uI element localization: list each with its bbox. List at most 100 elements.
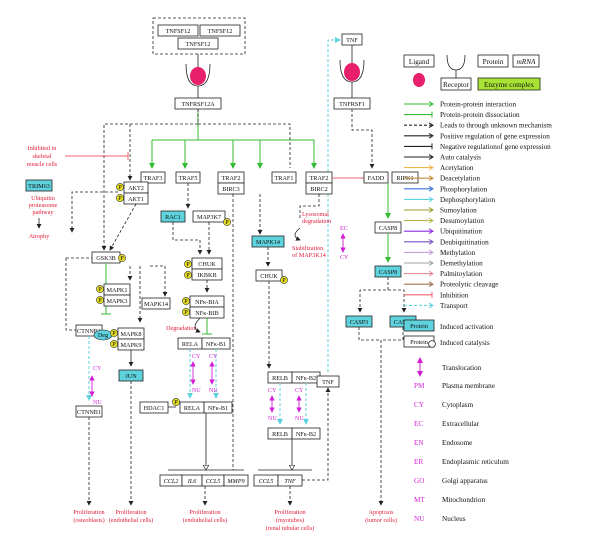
tnfsf12-node-b <box>199 24 241 37</box>
legend-line-head-11 <box>428 217 434 224</box>
legend-induced-catalysis-protein: Protein <box>410 339 428 346</box>
legend-location-name-2: Extracellular <box>442 420 480 428</box>
nfkb2-node-b <box>291 427 321 440</box>
casp7-label: CASP7 <box>394 319 413 326</box>
nfkbia-label: NFκ-BIA <box>195 299 219 306</box>
phospho-rela-icon <box>172 398 180 406</box>
chuk-label-a: CHUK <box>198 261 216 268</box>
ligand-right-icon <box>344 63 360 81</box>
phospho-chuk-label: P <box>186 261 190 268</box>
nfkb2-nu-label: NU <box>295 416 304 422</box>
phospho-mapk8-icon <box>110 329 118 337</box>
mapk3-node <box>103 294 131 307</box>
legend-line-head-8 <box>428 185 434 192</box>
legend-ligand-icon <box>413 73 425 87</box>
mapk14-label-b: MAPK14 <box>256 239 280 246</box>
note-ubiquitin-2: proteasome <box>29 202 58 209</box>
rela-cy-label: CY <box>192 354 201 360</box>
map3k7-label: MAP3K7 <box>197 214 221 221</box>
note-inhibited-1: Inhibited in <box>28 145 57 152</box>
traf1-node <box>271 171 297 184</box>
phospho-chuk-b-icon <box>280 276 288 284</box>
legend-line-label-13: Deubiquitination <box>440 238 489 246</box>
outcome-1-cell: (osteoblasts) <box>73 517 104 524</box>
legend-location-name-0: Plasma membrane <box>442 382 495 390</box>
nfkb2-label-a: NFκ-B2 <box>296 375 316 382</box>
legend-location-name-3: Endosome <box>442 439 472 447</box>
phospho-map3k7-label: P <box>225 219 229 226</box>
traf2-label-b: TRAF2 <box>310 175 329 182</box>
gene-mmp9-label: MMP9 <box>226 478 244 485</box>
legend-location-code-7: NU <box>414 515 425 523</box>
fadd-label: FADD <box>368 175 385 182</box>
phospho-nfkbia-label: P <box>184 298 188 305</box>
ligand-complex-frame <box>152 17 246 55</box>
note-inhibited-3: muscle cells <box>27 161 58 168</box>
gene-tnf-label: TNF <box>284 478 296 485</box>
legend-line-label-10: Sumoylation <box>440 207 477 215</box>
hdac1-label: HDAC1 <box>144 405 165 412</box>
phospho-mapk3-icon <box>96 296 104 304</box>
legend-location-code-4: ER <box>414 458 423 466</box>
tnf-transport-arrow <box>327 37 341 372</box>
phospho-mapk1-icon <box>96 285 104 293</box>
outcome-2-title: Proliferation <box>115 509 146 516</box>
traf1-label: TRAF1 <box>275 175 294 182</box>
relb-nu-label: NU <box>268 416 277 422</box>
nfkb2-label-b: NFκ-B2 <box>296 431 316 438</box>
nfkbib-label: NFκ-BIB <box>195 310 218 317</box>
phospho-gsk3b-label: P <box>120 255 124 262</box>
ctnnb1-nu-label: NU <box>93 400 102 406</box>
legend-induced-activation-box <box>403 319 435 332</box>
outcome-2-cell: (endothelial cells) <box>109 517 154 524</box>
outcome-5-title: Apoptosis <box>368 509 394 516</box>
phospho-mapk9-label: P <box>112 341 116 348</box>
legend-catalysis-icon <box>428 340 436 348</box>
traf2-label-a: TRAF2 <box>222 175 241 182</box>
legend-induced-activation-label: Induced activation <box>440 323 494 331</box>
legend-line-label-1: Protein-protein dissociation <box>440 111 520 119</box>
legend-line-label-8: Phosphorylation <box>440 185 488 193</box>
chuk-label-b: CHUK <box>260 273 278 280</box>
legend-line-head-13 <box>428 238 434 245</box>
tnf-label-low: TNF <box>322 379 334 386</box>
tnfrsf12a-label: TNFRSF12A <box>181 101 215 108</box>
gene-mmp9-node <box>223 474 249 487</box>
legend-receptor-label: Receptor <box>443 81 470 89</box>
casp8-label-b: CASP8 <box>379 269 398 276</box>
nfkb1-nu-label: NU <box>209 388 218 394</box>
legend-line-label-16: Palmitoylation <box>440 270 483 278</box>
phospho-mapk8-label: P <box>112 330 116 337</box>
gene-il6-label: IL6 <box>187 478 198 485</box>
legend-line-label-0: Protein-protein interaction <box>440 101 516 109</box>
birc3-label: BIRC3 <box>222 186 240 193</box>
rela-label-a: RELA <box>182 341 199 348</box>
phospho-chuk-b-label: P <box>282 277 286 284</box>
ikbkb-label: IKBKB <box>197 272 216 279</box>
gene-ccl5-label-a: CCL5 <box>206 478 221 485</box>
tnfrsf1-label: TNFRSF1 <box>339 101 365 108</box>
tnfsf12-label-c: TNFSF12 <box>186 41 211 48</box>
legend-ligand-label: Ligand <box>409 58 430 66</box>
ligand-left-icon <box>190 67 206 85</box>
ec-label: EC <box>340 226 348 232</box>
legend-line-label-7: Deacetylation <box>440 175 480 183</box>
mapk9-label: MAPK9 <box>121 342 142 349</box>
legend-line-label-3: Positive regulation of gene expression <box>440 132 550 140</box>
legend-location-code-2: EC <box>414 420 423 428</box>
trim63-node <box>25 179 53 192</box>
deg-label: Deg <box>98 332 108 339</box>
legend-line-head-14 <box>428 249 434 256</box>
legend-line-label-5: Auto catalysis <box>440 154 481 162</box>
legend-line-head-12 <box>428 228 434 235</box>
legend-protein-box <box>477 54 509 68</box>
tnfsf12-label-a: TNFSF12 <box>166 28 191 35</box>
nfkb1-label-b: NFκ-B1 <box>208 405 228 412</box>
outcome-3-cell: (endothelial cells) <box>183 517 228 524</box>
legend-ligand-box <box>403 54 435 68</box>
phospho-mapk9-icon <box>110 340 118 348</box>
legend-mrna-label: mRNA <box>517 58 536 66</box>
legend: Ligand Receptor Protein mRNA Enzyme comp… <box>403 54 541 91</box>
trim63-label: TRIM63 <box>28 183 50 190</box>
outcome-4-cell-b: (renal tubular cells) <box>266 525 314 532</box>
